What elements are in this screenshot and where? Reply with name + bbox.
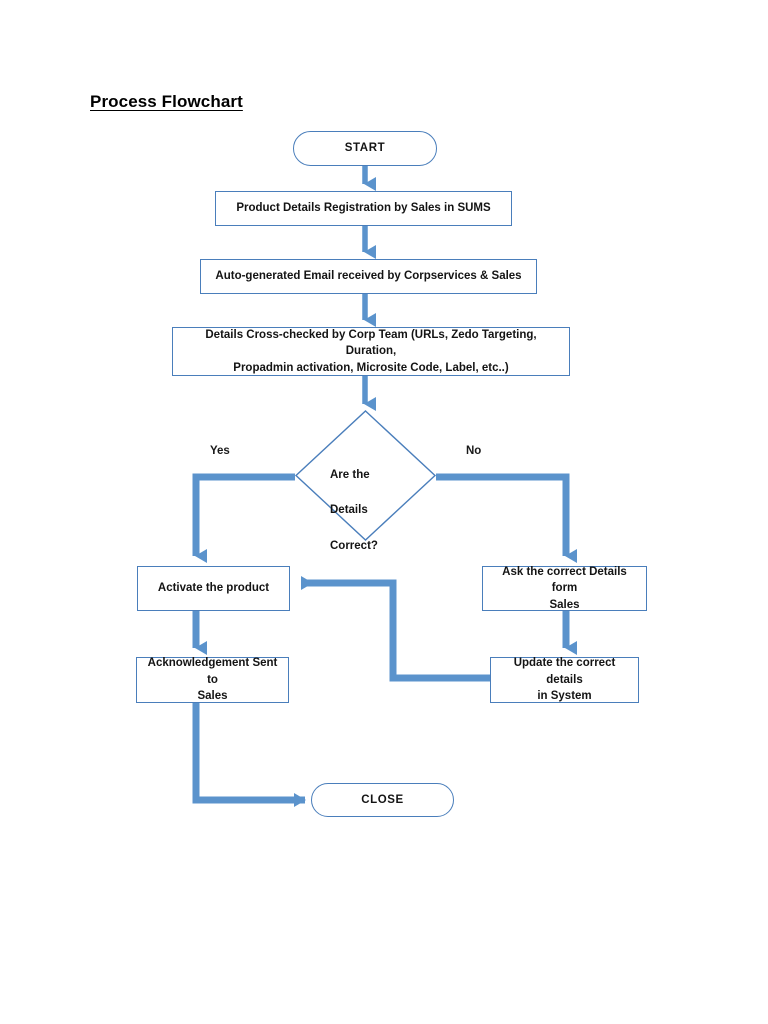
node-decision-text: Are the Details Correct? (330, 449, 425, 556)
node-decision-line2: Details (330, 504, 368, 517)
node-product-registration-label: Product Details Registration by Sales in… (236, 202, 491, 215)
node-update-correct-details-line1: Update the correct details (513, 657, 616, 686)
edge-decision-yes-to-activate (192, 473, 295, 563)
node-close-label: CLOSE (361, 793, 404, 806)
branch-label-yes: Yes (210, 445, 230, 457)
node-start-label: START (344, 142, 386, 155)
node-details-crosschecked-line2: Propadmin activation, Microsite Code, La… (233, 361, 509, 374)
edge-ack-to-close (192, 703, 306, 807)
node-acknowledgement-sent-line1: Acknowledgement Sent to (147, 657, 278, 686)
node-decision-line1: Are the (330, 468, 370, 481)
node-acknowledgement-sent[interactable]: Acknowledgement Sent to Sales (136, 657, 289, 703)
node-ask-correct-details-line1: Ask the correct Details form (502, 565, 627, 595)
node-ask-correct-details[interactable]: Ask the correct Details form Sales (482, 566, 647, 611)
node-autogenerated-email-label: Auto-generated Email received by Corpser… (215, 270, 522, 283)
node-details-crosschecked[interactable]: Details Cross-checked by Corp Team (URLs… (172, 327, 570, 376)
decision-diamond-shape (294, 410, 437, 541)
node-update-correct-details-line2: in System (537, 690, 592, 703)
node-decision-line3: Correct? (330, 540, 378, 553)
page-title: Process Flowchart (90, 92, 243, 111)
node-decision-details-correct[interactable]: Are the Details Correct? (294, 410, 437, 552)
edge-decision-no-to-ask (436, 473, 577, 563)
node-ask-correct-details-line2: Sales (549, 598, 580, 611)
node-update-correct-details[interactable]: Update the correct details in System (490, 657, 639, 703)
node-product-registration[interactable]: Product Details Registration by Sales in… (215, 191, 512, 226)
node-acknowledgement-sent-line2: Sales (197, 690, 228, 703)
node-activate-product-label: Activate the product (157, 582, 270, 595)
node-autogenerated-email[interactable]: Auto-generated Email received by Corpser… (200, 259, 537, 294)
edge-update-to-activate-feedback (301, 576, 490, 682)
node-start[interactable]: START (293, 131, 437, 166)
node-details-crosschecked-line1: Details Cross-checked by Corp Team (URLs… (205, 328, 537, 358)
node-close[interactable]: CLOSE (311, 783, 454, 817)
node-activate-product[interactable]: Activate the product (137, 566, 290, 611)
branch-label-no: No (466, 445, 482, 457)
